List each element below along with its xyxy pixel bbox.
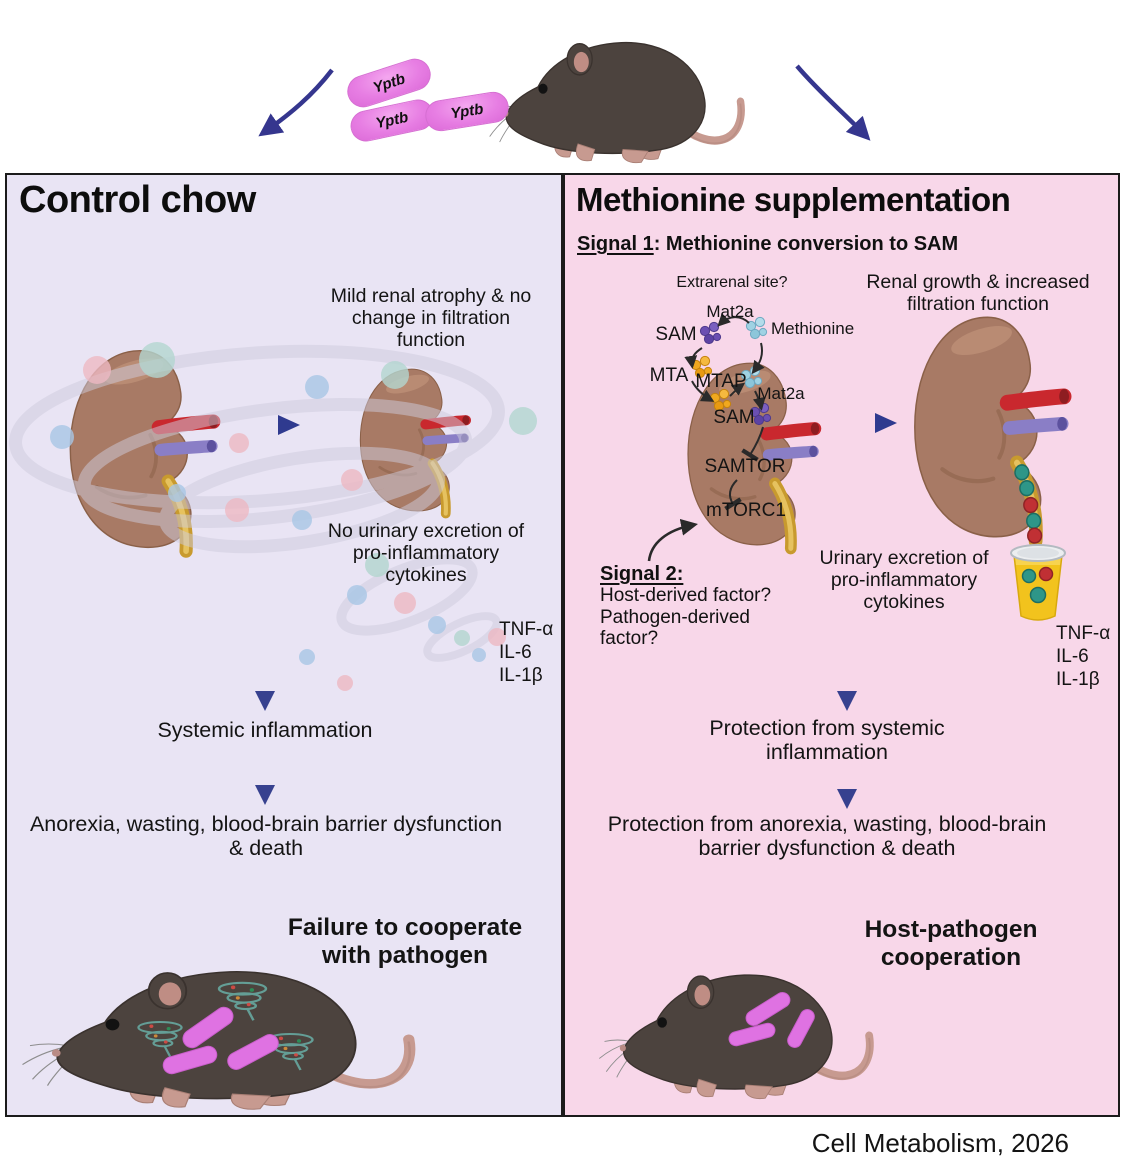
- cytokine-tnf: TNF-α: [1056, 623, 1111, 644]
- sick-mouse-icon: [45, 955, 420, 1113]
- atrophy-arrow-icon: [246, 415, 300, 435]
- signal2-block: Signal 2: Host-derived factor? Pathogen-…: [600, 563, 771, 649]
- cytokine-swirl-decoration: [9, 342, 537, 691]
- sam-inner-label: SAM: [713, 407, 755, 428]
- mouse-top-icon: [498, 28, 748, 166]
- cytokine-list-left: TNF-α IL-6 IL-1β: [499, 619, 553, 687]
- protection-outcome-text: Protection from anorexia, wasting, blood…: [607, 812, 1047, 861]
- citation-text: Cell Metabolism, 2026: [811, 1128, 1069, 1158]
- signal2-line1: Host-derived factor?: [600, 585, 772, 607]
- mat2a-inner-label: Mat2a: [757, 384, 805, 403]
- methionine-label: Methionine: [771, 319, 855, 338]
- control-chow-panel: Control chow: [5, 173, 563, 1117]
- mat2a-top-label: Mat2a: [706, 302, 754, 321]
- conclusion-text-right: Host-pathogen cooperation: [864, 916, 1038, 972]
- sam-top-label: SAM: [655, 324, 697, 345]
- signal2-line3: factor?: [600, 627, 659, 649]
- down-arrow-icon: [255, 669, 275, 711]
- left-panel-title: Control chow: [19, 179, 256, 221]
- mtap-label: MTAP: [695, 371, 747, 392]
- extrarenal-site-text: Extrarenal site?: [676, 274, 788, 291]
- curved-arrow-left: [258, 68, 334, 137]
- yptb-label: Yptb: [449, 100, 485, 123]
- pathway-diagram: [647, 312, 772, 562]
- signal2-line2: Pathogen-derived: [600, 606, 750, 628]
- cytokine-il1b: IL-1β: [1056, 668, 1100, 690]
- signal2-label: Signal 2:: [600, 563, 684, 585]
- down-arrow-icon: [255, 763, 275, 805]
- growth-arrow-icon: [843, 413, 897, 433]
- conclusion-text-left: Failure to cooperate with pathogen: [287, 914, 523, 970]
- mtorc1-label: mTORC1: [706, 500, 786, 521]
- urine-cup-icon: [1010, 544, 1066, 621]
- infection-arrows: [258, 64, 871, 141]
- signal1-heading: Signal 1: Methionine conversion to SAM: [577, 233, 958, 256]
- down-arrow-icon: [837, 669, 857, 711]
- signal1-label: Signal 1: [577, 233, 654, 255]
- systemic-inflammation-text: Systemic inflammation: [157, 718, 373, 742]
- right-panel-title: Methionine supplementation: [576, 181, 1011, 218]
- cytokine-il6: IL-6: [1056, 645, 1089, 667]
- cytokine-il1b: IL-1β: [499, 664, 543, 686]
- protection-systemic-text: Protection from systemic inflammation: [709, 716, 945, 765]
- urinary-excretion-text: Urinary excretion of pro-inflammatory cy…: [819, 547, 989, 613]
- mta-label: MTA: [649, 365, 689, 386]
- samtor-label: SAMTOR: [704, 456, 786, 477]
- outcome-text-left: Anorexia, wasting, blood-brain barrier d…: [29, 812, 503, 861]
- down-arrow-icon: [837, 767, 857, 809]
- signal2-arrow: [647, 518, 698, 562]
- signal1-rest: : Methionine conversion to SAM: [653, 233, 959, 255]
- yptb-label: Yptb: [374, 108, 410, 133]
- cytokine-tnf: TNF-α: [499, 619, 554, 640]
- yptb-label: Yptb: [370, 69, 408, 97]
- renal-growth-text: Renal growth & increased filtration func…: [866, 271, 1090, 315]
- cytokine-il6: IL-6: [499, 641, 532, 663]
- cytokine-list-right: TNF-α IL-6 IL-1β: [1056, 623, 1110, 691]
- no-urinary-excretion-text: No urinary excretion of pro-inflammatory…: [327, 520, 525, 586]
- renal-atrophy-text: Mild renal atrophy & no change in filtra…: [330, 285, 532, 351]
- kidney-enlarged-icon: [903, 311, 1070, 543]
- curved-arrow-right: [795, 64, 871, 141]
- methionine-panel: Methionine supplementation Signal 1: Met…: [563, 173, 1120, 1117]
